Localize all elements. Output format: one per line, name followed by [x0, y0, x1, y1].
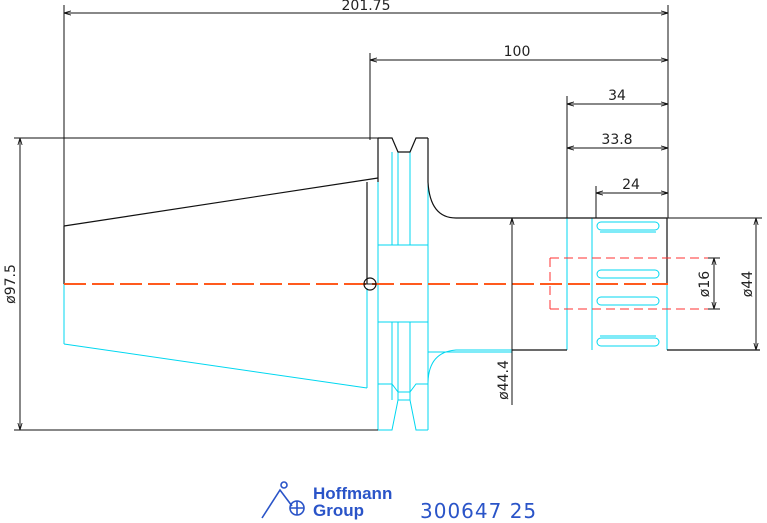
dim-overall-length: 201.75: [342, 0, 391, 14]
dim-dia-44: ø44: [740, 271, 756, 297]
part-number: 300647 25: [420, 499, 537, 523]
hoffmann-logo: Hoffmann Group: [261, 481, 392, 520]
dimension-lines: [14, 5, 762, 431]
dim-length-24: 24: [622, 177, 640, 193]
dim-dia-97-5: ø97.5: [3, 264, 19, 304]
dim-length-34: 34: [608, 88, 626, 104]
logo-emblem-icon: [261, 481, 305, 519]
brand-name-line2: Group: [313, 501, 364, 520]
dim-dia-16: ø16: [697, 271, 713, 297]
dim-length-33-8: 33.8: [601, 132, 632, 148]
hidden-lines: [549, 257, 708, 310]
dim-gauge-length: 100: [504, 44, 531, 60]
brand-name-line1: Hoffmann: [313, 484, 392, 503]
dim-dia-44-4: ø44.4: [496, 360, 512, 400]
holder-outline: [63, 137, 760, 351]
